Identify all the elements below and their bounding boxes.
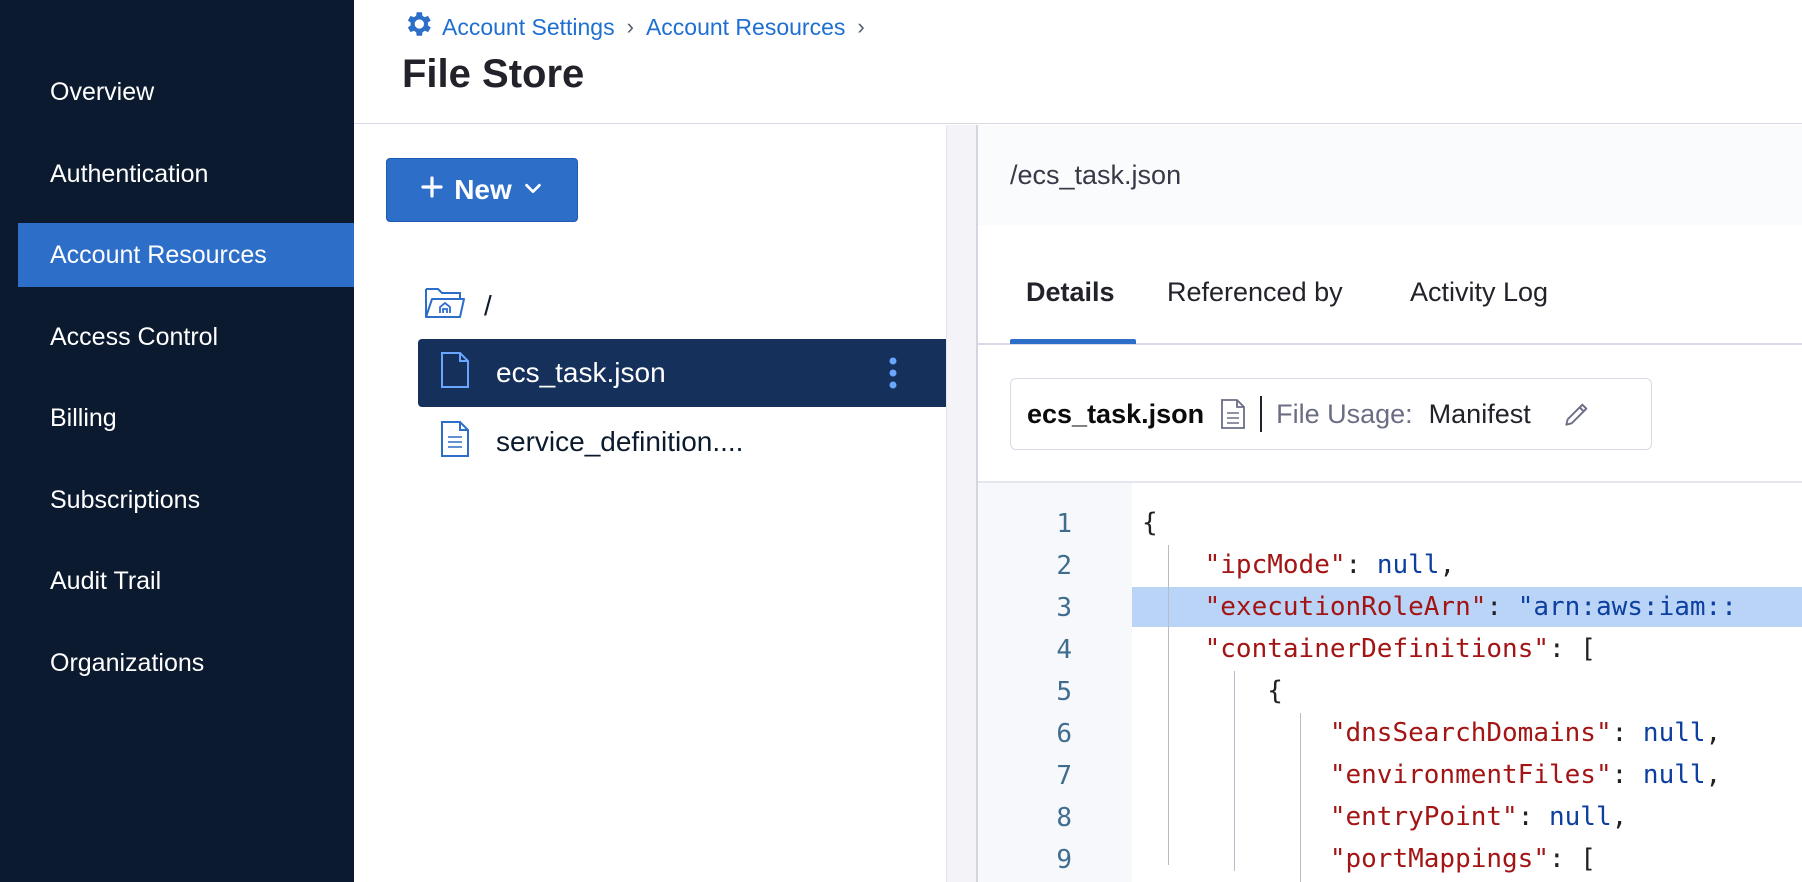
json-value: "arn:aws:iam:: [1517, 592, 1737, 622]
json-key: "ipcMode" [1204, 550, 1346, 580]
plus-icon [420, 174, 444, 206]
sidebar-item-label: Subscriptions [50, 485, 201, 514]
sidebar-item-organizations[interactable]: Organizations [18, 631, 354, 695]
code-line: "containerDefinitions": [ [1204, 634, 1596, 664]
sidebar-item-label: Account Resources [50, 240, 267, 269]
sidebar: Overview Authentication Account Resource… [0, 0, 354, 882]
json-key: "portMappings" [1329, 844, 1549, 874]
sidebar-item-label: Overview [50, 77, 155, 106]
tab-referenced-by[interactable]: Referenced by [1167, 277, 1343, 307]
separator [1260, 396, 1263, 432]
sidebar-item-overview[interactable]: Overview [18, 60, 354, 124]
code-line: "ipcMode": null, [1204, 550, 1456, 580]
panel-resize-handle[interactable] [946, 125, 978, 882]
indent-guide [1168, 545, 1169, 865]
tab-activity-log[interactable]: Activity Log [1410, 277, 1549, 307]
code-line: { [1142, 508, 1158, 538]
file-info-name: ecs_task.json [1027, 398, 1205, 429]
json-value: null [1642, 718, 1706, 748]
page-header: Account Settings › Account Resources › F… [354, 0, 1802, 124]
file-path: /ecs_task.json [1010, 159, 1182, 190]
json-key: "executionRoleArn" [1204, 592, 1487, 622]
tree-root-folder[interactable]: / [424, 283, 492, 328]
sidebar-item-access-control[interactable]: Access Control [18, 305, 354, 369]
sidebar-item-subscriptions[interactable]: Subscriptions [18, 468, 354, 532]
active-tab-indicator [1010, 339, 1136, 344]
file-usage-label: File Usage: [1276, 398, 1413, 429]
new-button-label: New [454, 174, 512, 205]
sidebar-item-label: Organizations [50, 648, 205, 677]
sidebar-item-label: Audit Trail [50, 566, 162, 595]
line-number: 9 [1056, 845, 1072, 875]
file-text-icon [440, 420, 470, 465]
tab-details[interactable]: Details [1026, 277, 1115, 307]
line-number: 8 [1056, 803, 1072, 833]
detail-tabs: Details Referenced by Activity Log [978, 225, 1802, 345]
json-value: null [1642, 760, 1706, 790]
sidebar-item-audit-trail[interactable]: Audit Trail [18, 549, 354, 613]
line-number: 4 [1056, 635, 1072, 665]
json-key: "dnsSearchDomains" [1329, 718, 1612, 748]
line-number: 6 [1056, 719, 1072, 749]
code-line: "entryPoint": null, [1329, 802, 1628, 832]
json-key: "entryPoint" [1329, 802, 1518, 832]
code-line: "dnsSearchDomains": null, [1329, 718, 1722, 748]
tree-item-label: service_definition.... [496, 426, 744, 457]
line-number: 5 [1056, 677, 1072, 707]
file-usage-value: Manifest [1428, 398, 1531, 429]
sidebar-item-authentication[interactable]: Authentication [18, 142, 354, 206]
file-icon [440, 351, 470, 396]
breadcrumb-account-resources[interactable]: Account Resources [645, 13, 846, 40]
indent-guide [1234, 671, 1235, 871]
gear-icon [402, 8, 434, 46]
chevron-right-icon: › [857, 14, 865, 39]
file-tree-panel: New / ecs_task.json service_definition..… [354, 125, 946, 882]
editor-border [978, 481, 1802, 483]
json-key: "containerDefinitions" [1204, 634, 1549, 664]
code-line: "executionRoleArn": "arn:aws:iam:: [1132, 587, 1802, 627]
page-title: File Store [402, 52, 585, 96]
indent-guide [1300, 713, 1301, 882]
file-path-bar: /ecs_task.json [978, 125, 1802, 225]
sidebar-item-billing[interactable]: Billing [18, 386, 354, 450]
tree-item-ecs-task[interactable]: ecs_task.json [418, 339, 946, 407]
line-number: 7 [1056, 761, 1072, 791]
line-number: 3 [1056, 593, 1072, 623]
json-value: null [1376, 550, 1440, 580]
sidebar-item-label: Access Control [50, 322, 219, 351]
line-number: 1 [1056, 509, 1072, 539]
sidebar-item-account-resources[interactable]: Account Resources [18, 223, 354, 287]
chevron-down-icon [522, 174, 544, 206]
code-line: "portMappings": [ [1329, 844, 1596, 874]
edit-pencil-icon[interactable] [1561, 398, 1593, 430]
file-info-bar: ecs_task.json File Usage: Manifest [1010, 378, 1652, 450]
folder-open-icon [424, 283, 466, 328]
file-detail-panel: /ecs_task.json Details Referenced by Act… [978, 125, 1802, 882]
line-number: 2 [1056, 551, 1072, 581]
json-key: "environmentFiles" [1329, 760, 1612, 790]
line-number-gutter: 1 2 3 4 5 6 7 8 9 [978, 483, 1132, 882]
code-line: "environmentFiles": null, [1329, 760, 1722, 790]
sidebar-item-label: Billing [50, 403, 117, 432]
tree-item-label: ecs_task.json [496, 357, 666, 388]
code-editor[interactable]: 1 2 3 4 5 6 7 8 9 { "ipcMode": null, "executionR… [978, 483, 1802, 882]
more-options-icon[interactable] [888, 356, 898, 397]
code-line: { [1267, 676, 1283, 706]
new-button[interactable]: New [386, 158, 578, 222]
json-value: null [1549, 802, 1612, 832]
chevron-right-icon: › [626, 14, 634, 39]
breadcrumb: Account Settings › Account Resources › [402, 8, 869, 46]
breadcrumb-account-settings[interactable]: Account Settings [442, 13, 615, 40]
tree-root-label: / [484, 289, 492, 321]
sidebar-item-label: Authentication [50, 159, 209, 188]
tree-item-service-definition[interactable]: service_definition.... [418, 408, 946, 476]
document-icon [1220, 398, 1246, 430]
